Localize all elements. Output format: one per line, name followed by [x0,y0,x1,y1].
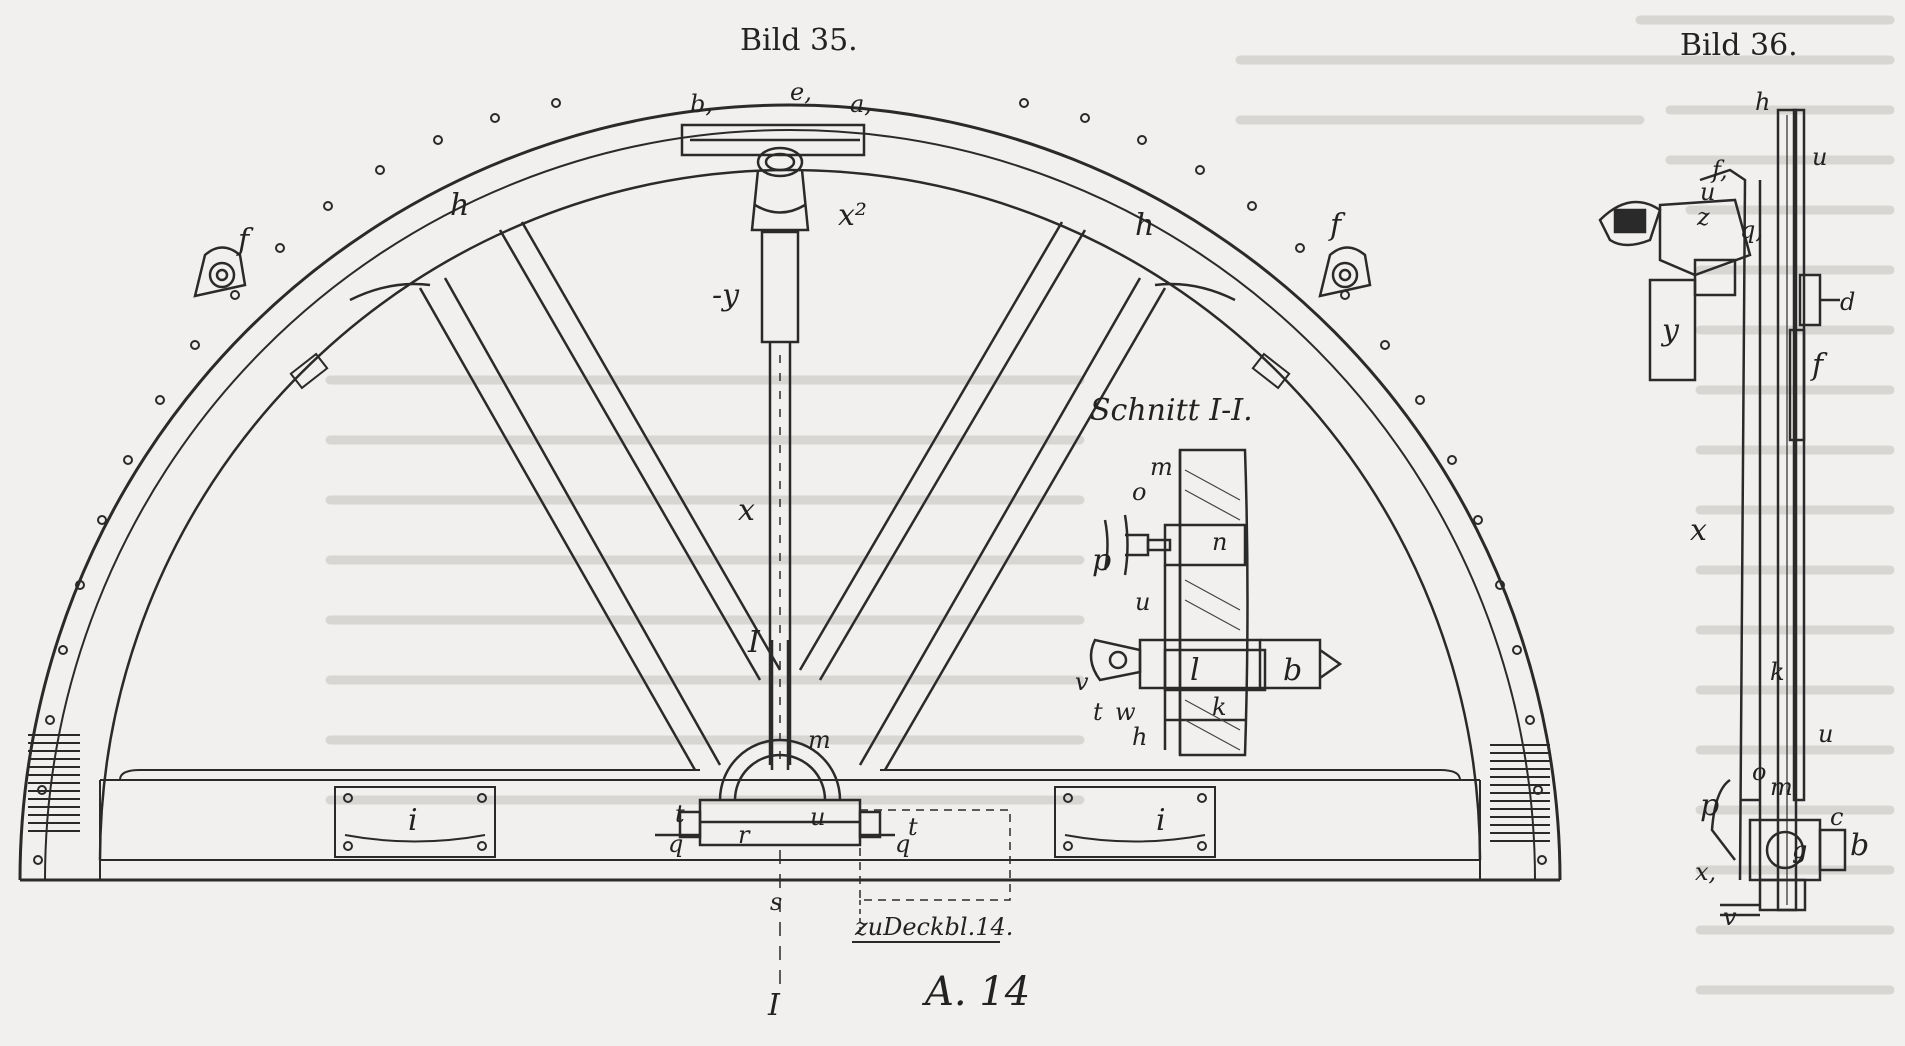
fig36-label-d: d [1840,288,1855,316]
label-q-right: q [895,830,910,858]
fig36-label-f: f [1810,348,1828,383]
label-r: r [738,821,751,849]
fig36-label-h: h [1755,88,1770,116]
section-label-u: u [1135,588,1150,616]
fig36-label-b: b [1850,828,1869,863]
label-f-right: f [1328,208,1346,243]
fig36-label-g: g [1792,836,1807,864]
fig36-label-m: m [1770,773,1793,801]
base-panels [334,786,1216,858]
fig36-label-u-top: u [1812,143,1827,171]
fig36-label-x1: x, [1695,858,1716,886]
label-h-right: h [1135,208,1154,243]
section-hatch [1184,469,1241,751]
label-I-top: I [747,625,761,660]
label-q-left: q [668,830,683,858]
label-x: x [738,493,755,528]
fig36-label-z: z [1696,203,1710,231]
label-e1: e, [790,78,812,106]
section-labels: m o p n u l b v t w k h [1075,453,1302,751]
label-t-left: t [675,800,685,828]
label-i-left: i [408,803,418,838]
label-y: -y [712,278,740,313]
section-label-p: p [1092,543,1111,578]
section-label-m: m [1150,453,1173,481]
label-t-right: t [908,813,918,841]
label-f-left: f [236,223,254,258]
fig36-label-f-top: f, [1710,156,1728,184]
lug-left [193,246,247,298]
protractor-frame [18,103,1562,882]
figure-36-title: Bild 36. [1680,28,1798,63]
scale-left [28,734,80,832]
fig36-label-u-small: u [1700,178,1715,206]
deckblatt-note: zuDeckbl.14. [854,913,1013,941]
lug-right [1318,246,1372,298]
label-b1: b, [690,90,713,118]
figure-35-title: Bild 35. [740,23,858,58]
figure-36-labels: h u f, u z q, d y f x k u o m p c x, g b… [1660,88,1869,931]
fig36-label-k: k [1770,658,1785,686]
figure-36-drawing [1598,108,1847,917]
label-u: u [810,803,825,831]
scale-right [1490,744,1550,842]
label-h-left: h [450,188,469,223]
slots [289,352,1291,390]
section-drawing [1089,448,1343,757]
fig36-label-p: p [1700,788,1719,823]
handwritten-signature: A. 14 [921,969,1030,1015]
section-label-k: k [1212,693,1227,721]
section-label-w: w [1115,698,1136,726]
fig36-label-o: o [1752,758,1766,786]
fig36-label-q1: q, [1740,216,1763,244]
label-I-bottom: I [767,988,781,1023]
fig36-label-u-low: u [1818,720,1833,748]
fig36-label-x: x [1690,513,1707,548]
label-m: m [808,726,831,754]
fig36-label-c: c [1830,803,1843,831]
section-label-b: b [1283,653,1302,688]
central-hub [655,738,1011,985]
section-label-n: n [1212,528,1227,556]
spokes [349,221,1236,771]
section-title: Schnitt I-I. [1090,393,1253,428]
label-x2: x² [838,198,867,233]
section-label-o: o [1132,478,1146,506]
fig36-label-y: y [1660,313,1680,348]
section-label-v: v [1075,668,1089,696]
sight-arm [680,123,866,770]
rim-rivets [33,98,1547,865]
section-label-h: h [1132,723,1147,751]
label-i-right: i [1156,803,1166,838]
fig36-label-v: v [1723,903,1737,931]
figure-35-labels: b, e, a, x² -y f f h h x I m t u r t q q… [236,78,1346,1023]
label-s: s [770,888,782,916]
label-a1: a, [850,90,872,118]
section-label-l: l [1190,653,1200,688]
section-label-t: t [1093,698,1103,726]
